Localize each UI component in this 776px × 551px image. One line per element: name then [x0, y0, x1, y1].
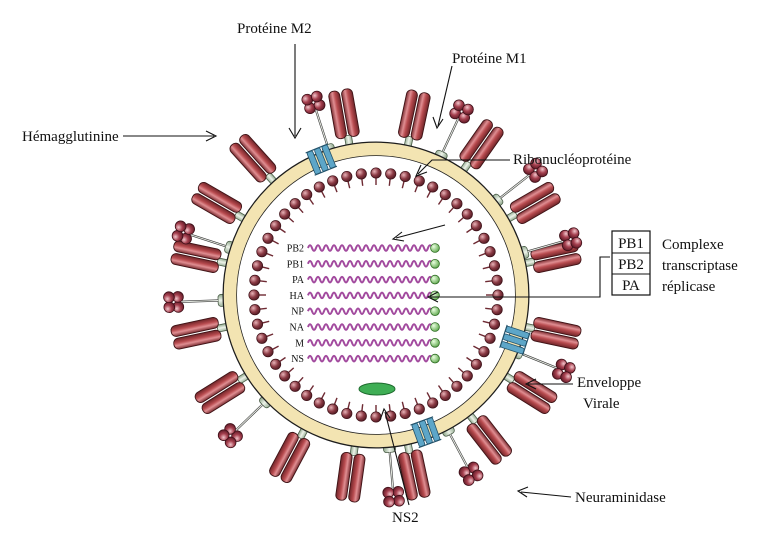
label-neuraminidase: Neuraminidase: [575, 490, 666, 506]
label-ns2: NS2: [392, 510, 419, 526]
complex-box-pa: PA: [622, 278, 640, 294]
segment-label: NS: [291, 354, 304, 365]
segment-label: NA: [290, 323, 305, 334]
segment-label: PB2: [287, 244, 304, 255]
label-complexe: Complexe: [662, 237, 724, 253]
polymerase-complex: [431, 244, 440, 253]
complex-box-pb1: PB1: [618, 236, 644, 252]
polymerase-complex: [431, 338, 440, 347]
polymerase-complex: [431, 275, 440, 284]
label-hemagglutinin: Hémagglutinine: [22, 129, 119, 145]
segment-label: M: [295, 338, 304, 349]
label-transcriptase: transcriptase: [662, 258, 738, 274]
segment-label: HA: [290, 291, 305, 302]
label-virale: Virale: [583, 396, 620, 412]
polymerase-complex: [431, 323, 440, 332]
label-ribonucleoprotein: Ribonucléoprotéine: [513, 152, 632, 168]
segment-label: PA: [292, 275, 305, 286]
complex-box-pb2: PB2: [618, 257, 644, 273]
label-protein-m2: Protéine M2: [237, 21, 312, 37]
complex-box-group: PB1 PB2 PA: [612, 231, 650, 295]
label-replicase: réplicase: [662, 279, 716, 295]
polymerase-complex: [431, 307, 440, 316]
segment-label: PB1: [287, 259, 304, 270]
ns2-protein: [359, 383, 395, 395]
label-protein-m1: Protéine M1: [452, 51, 527, 67]
label-enveloppe: Enveloppe: [577, 375, 641, 391]
polymerase-complex: [431, 354, 440, 363]
segment-label: NP: [291, 307, 304, 318]
neuraminidase-spike: [163, 290, 230, 313]
polymerase-complex: [431, 259, 440, 268]
